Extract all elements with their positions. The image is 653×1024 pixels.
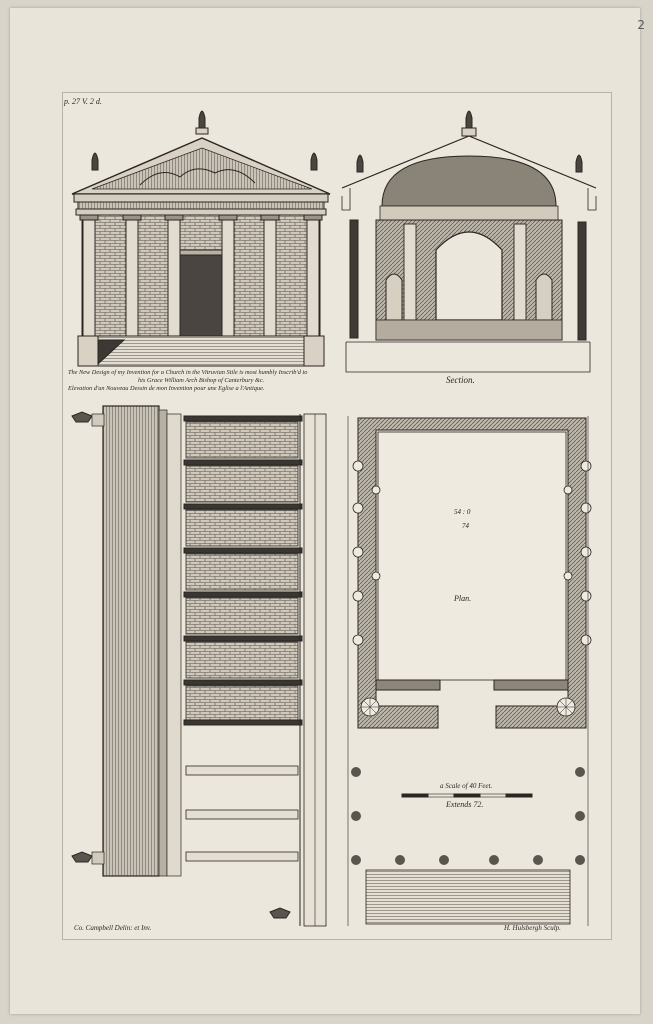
section-drawing xyxy=(341,110,597,373)
section-label: Section. xyxy=(446,375,475,385)
plan-dimension: 54 : 0 xyxy=(454,508,471,516)
corner-mark: 2 xyxy=(637,18,645,32)
elevation-caption-line-3: Elevation d'un Nouveau Dessin de mon Inv… xyxy=(68,385,265,392)
delineator-credit: Co. Campbell Delin: et Inv. xyxy=(74,924,152,932)
extends-label: Extends 72. xyxy=(446,800,484,809)
elevation-caption-line-1: The New Design of my Invention for a Chu… xyxy=(68,369,308,376)
plan-dimension-2: 74 xyxy=(462,522,469,530)
scale-label: a Scale of 40 Feet. xyxy=(440,782,493,790)
plan-drawing xyxy=(347,416,592,926)
plan-label: Plan. xyxy=(454,594,472,603)
elevation-caption-line-2: his Grace William Arch Bishop of Canterb… xyxy=(138,377,265,384)
elevation-drawing xyxy=(71,110,331,367)
plate-reference: p. 27 V. 2 d. xyxy=(64,97,102,106)
side-elevation-drawing xyxy=(71,405,327,927)
engraver-credit: H. Hulsbergh Sculp. xyxy=(504,924,561,932)
